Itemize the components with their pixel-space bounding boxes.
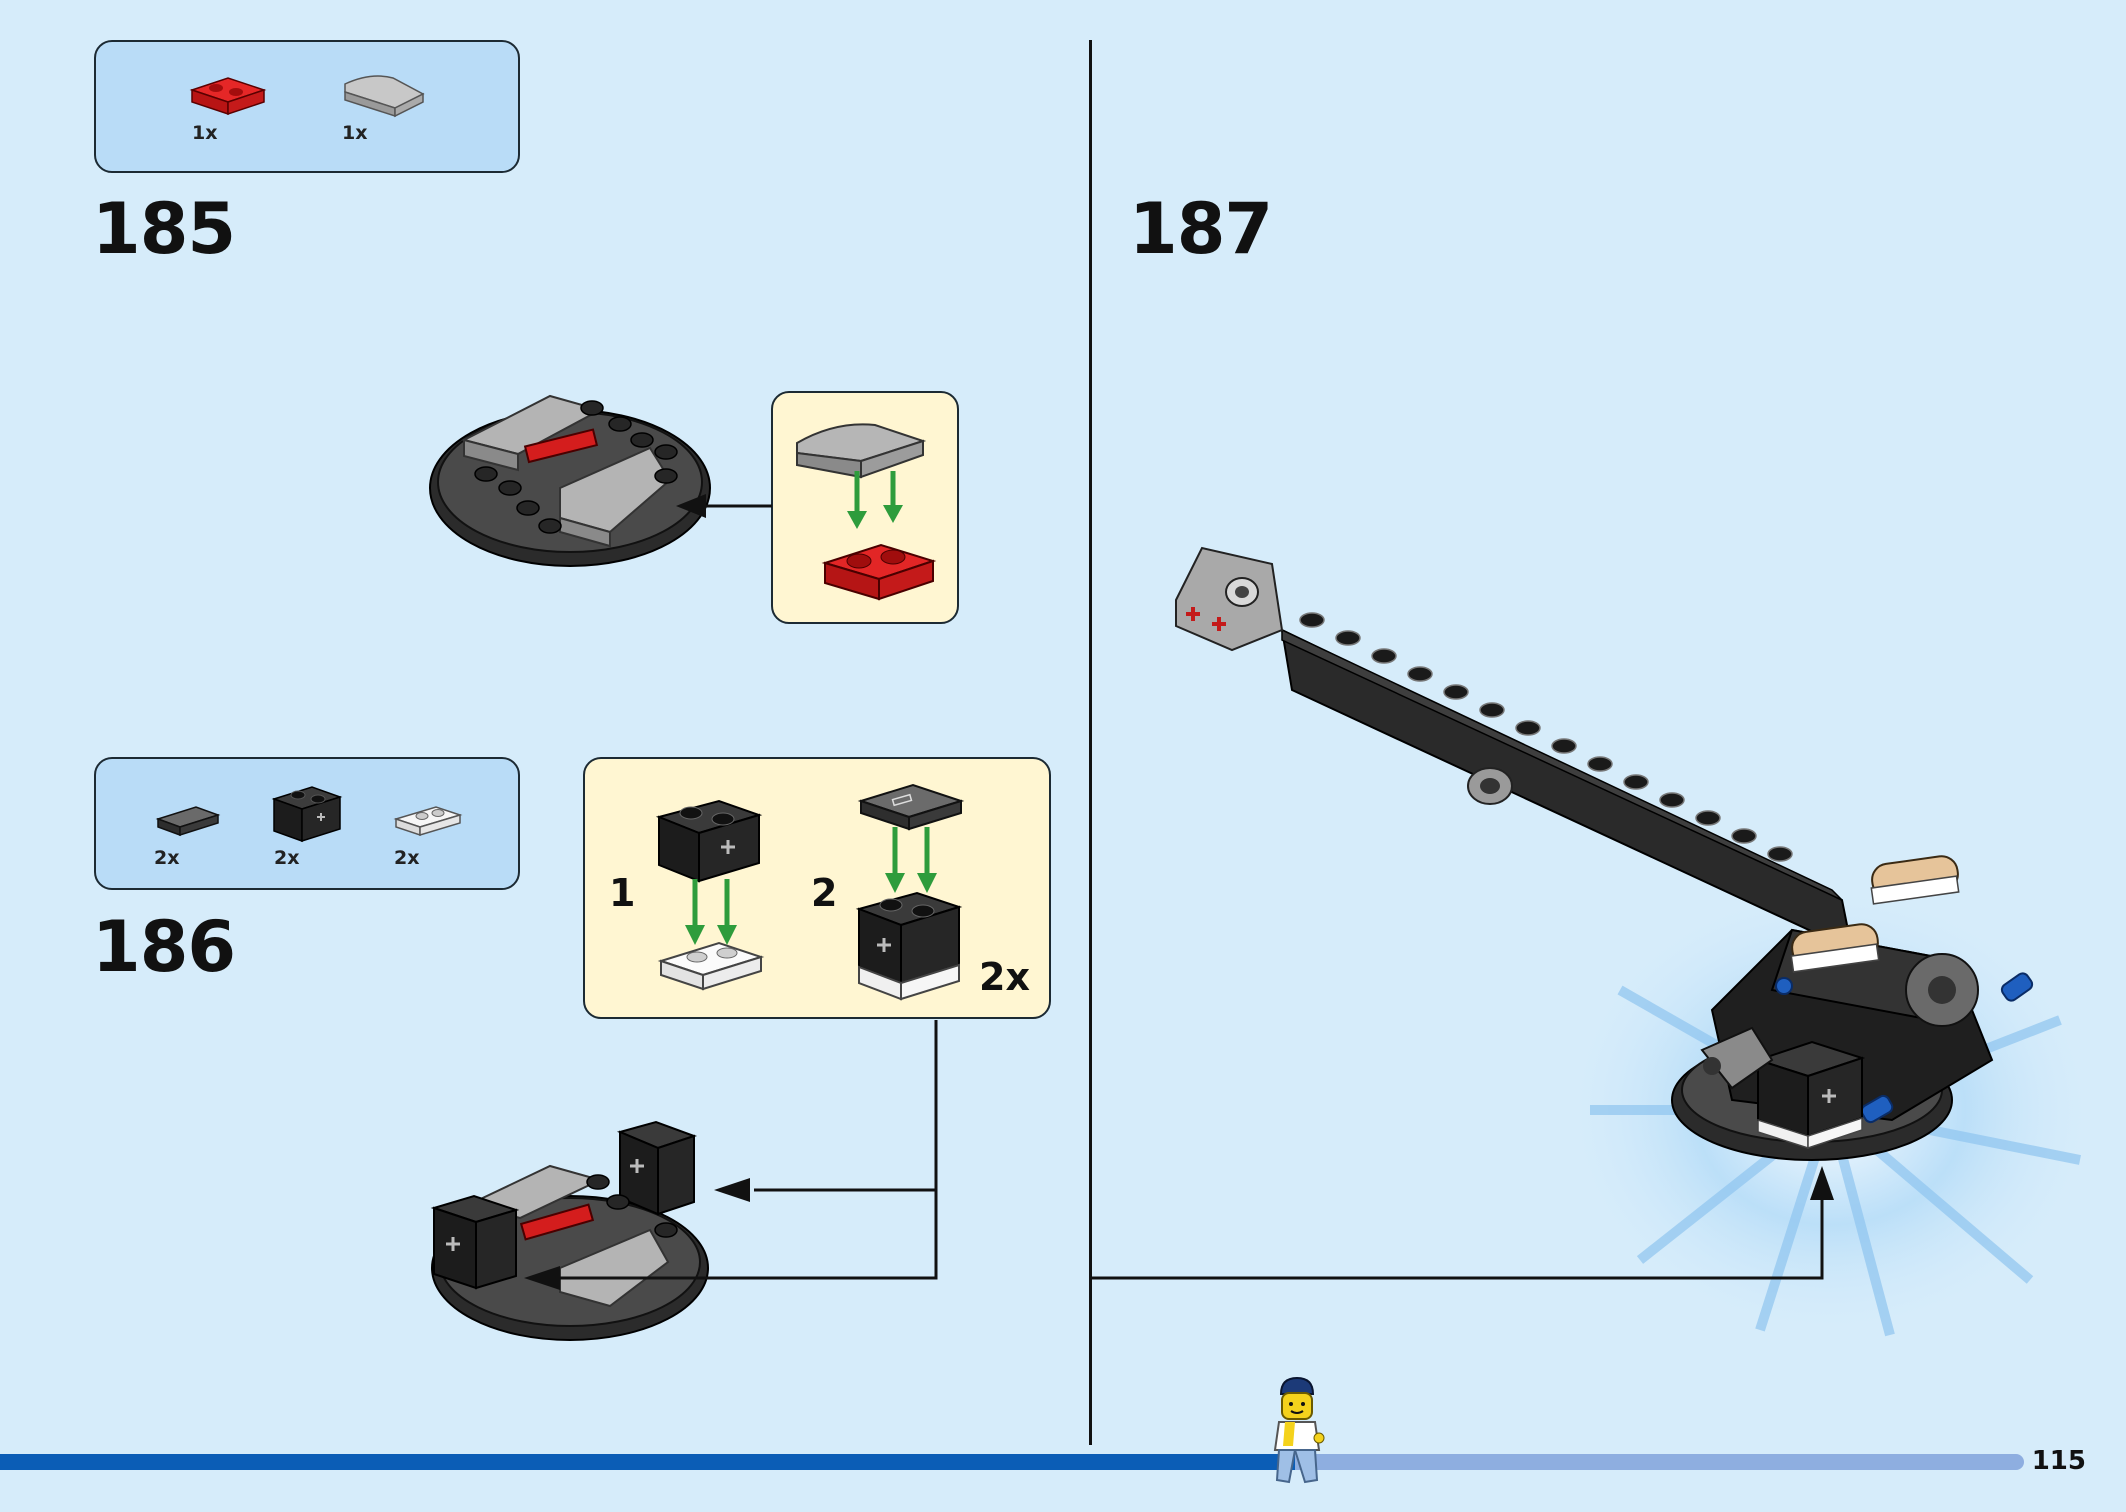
- part-qty: 2x: [154, 847, 180, 869]
- gray-curved-slope-icon: [344, 75, 425, 118]
- red-plate-1x2-rail-icon: [821, 543, 937, 601]
- stacked-brick-assembly-icon: [855, 891, 963, 1001]
- crane-arm-assembly-187: [1175, 546, 2034, 1161]
- green-arrow-down-icon: [685, 879, 737, 945]
- step-number: 187: [1129, 188, 1273, 270]
- black-brick-1x2-axle-icon: [271, 786, 343, 843]
- dark-tile-1x2-icon: [155, 806, 221, 837]
- sub-step-number: 1: [609, 871, 636, 915]
- parts-list-185: 1x 1x: [94, 40, 520, 173]
- progress-fill: [0, 1454, 1295, 1470]
- part-qty: 2x: [274, 847, 300, 869]
- callout-186: 1 2 2x: [583, 757, 1051, 1019]
- clear-plate-1x2-icon: [393, 806, 463, 837]
- turntable-assembly-186: [430, 1120, 709, 1341]
- turntable-assembly-185: [429, 394, 711, 567]
- black-brick-1x2-axle-icon: [655, 799, 763, 883]
- callout-185: [771, 391, 959, 624]
- green-arrow-down-icon: [885, 827, 937, 893]
- green-arrow-down-icon: [847, 471, 903, 529]
- minifigure-icon: [1273, 1376, 1325, 1484]
- step-number: 186: [92, 906, 236, 988]
- gray-curved-slope-icon: [796, 423, 927, 479]
- part-qty: 1x: [192, 122, 218, 144]
- part-qty: 2x: [394, 847, 420, 869]
- page-divider: [1089, 40, 1092, 1445]
- red-plate-1x2-rail-icon: [189, 77, 267, 116]
- attach-arrow: [676, 494, 772, 518]
- dark-tile-1x2-icon: [857, 783, 965, 831]
- part-qty: 1x: [342, 122, 368, 144]
- page-number: 115: [2031, 1446, 2086, 1476]
- parts-list-186: 2x 2x 2x: [94, 757, 520, 890]
- step-number: 185: [92, 188, 236, 270]
- sub-step-number: 2: [811, 871, 838, 915]
- clear-plate-1x2-icon: [657, 941, 765, 991]
- attach-arrow: [524, 1020, 938, 1290]
- attach-arrow: [1090, 1166, 1834, 1280]
- multiplier-label: 2x: [979, 955, 1030, 999]
